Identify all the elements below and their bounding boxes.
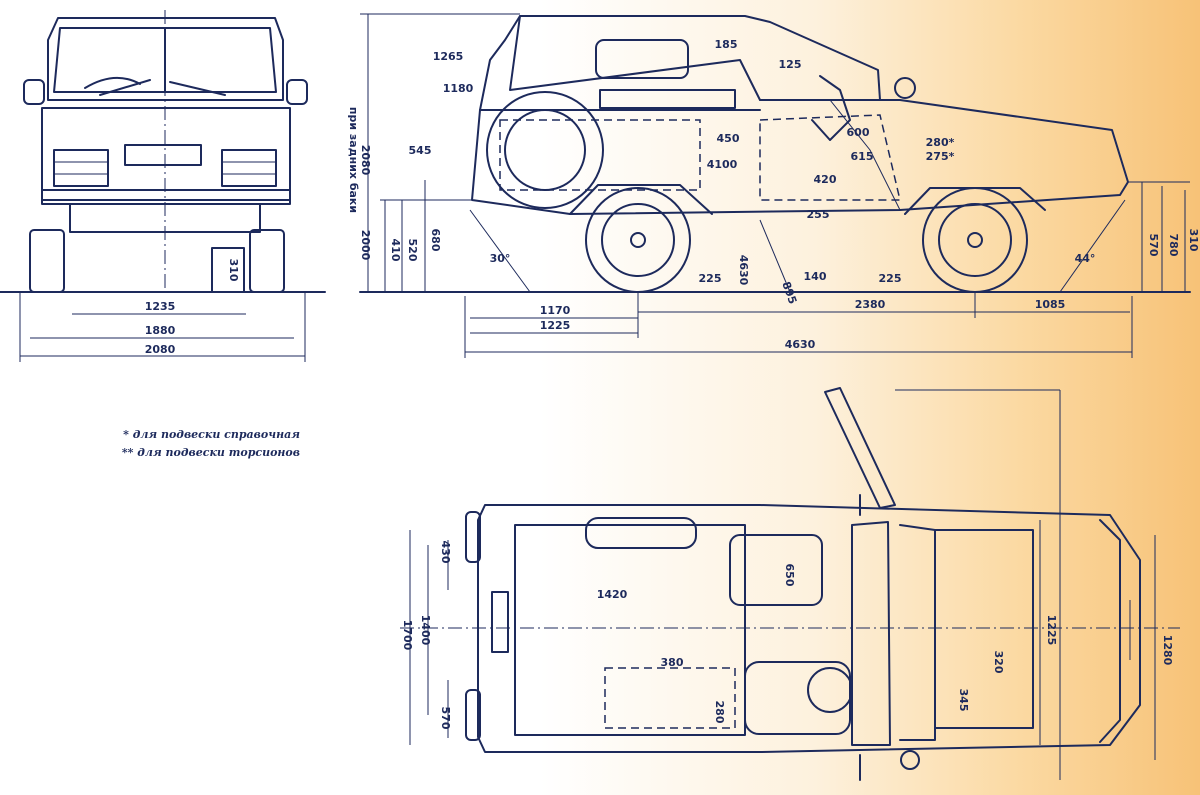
top-body-len-dim: 1420 [597, 588, 628, 601]
front-view: 1235 1880 2080 310 [0, 10, 326, 362]
note-line-2: ** для подвески торсионов [122, 446, 300, 459]
side-clearance-dim: 310 [1187, 229, 1200, 252]
side-rear-h2-dim: 520 [406, 239, 419, 262]
side-seat-a: 280* [926, 136, 955, 149]
top-rear-b-dim: 570 [439, 707, 452, 730]
side-misc-2: 185 [715, 38, 738, 51]
side-rear-span-dim: 1225 [540, 319, 571, 332]
top-overall-width-dim: 1700 [401, 620, 414, 651]
side-door-dim: 545 [409, 144, 432, 157]
side-rear-overhang-dim: 1170 [540, 304, 571, 317]
front-clearance-dim: 310 [227, 259, 240, 282]
side-rear-h1-dim: 410 [389, 239, 402, 262]
top-mid-b-dim: 345 [957, 689, 970, 712]
top-seat-dim: 650 [783, 564, 796, 587]
side-length-dim: 4630 [785, 338, 816, 351]
top-front-w-dim: 1280 [1161, 635, 1174, 666]
side-roof-dim: 1265 [433, 50, 464, 63]
side-wheelbase-dim: 2380 [855, 298, 886, 311]
side-mid-g: 140 [804, 270, 827, 283]
front-inner-width-dim: 1880 [145, 324, 176, 337]
side-seat-b: 275* [926, 150, 955, 163]
notes: * для подвески справочная ** для подвеск… [122, 428, 300, 459]
side-angle-front: 44° [1075, 252, 1096, 265]
side-mid-d: 255 [807, 208, 830, 221]
side-mid-a: 4100 [707, 158, 738, 171]
side-wheel-right-dim: 225 [879, 272, 902, 285]
side-rear-h3-dim: 680 [429, 229, 442, 252]
side-wheel-left-dim: 225 [699, 272, 722, 285]
front-overall-width-dim: 2080 [145, 343, 176, 356]
side-mid-c: 600 [847, 126, 870, 139]
top-view: 1700 1400 430 570 1420 380 280 650 1225 … [400, 387, 1180, 781]
side-height-total-dim: 2080 [359, 145, 372, 176]
top-track-dim: 1400 [419, 615, 432, 646]
top-spare-dim: 280 [713, 701, 726, 724]
side-front-overhang-dim: 1085 [1035, 298, 1066, 311]
side-view: 4630 2380 1085 1170 1225 2080 2000 при з… [347, 13, 1200, 358]
side-height-alt-dim: 2000 [359, 230, 372, 261]
side-mid-e: 420 [814, 173, 837, 186]
side-front-h1-dim: 570 [1147, 234, 1160, 257]
side-mid-f: 615 [851, 150, 874, 163]
note-line-1: * для подвески справочная [123, 428, 300, 441]
top-right-b-dim: 320 [992, 651, 1005, 674]
top-mid-a-dim: 380 [661, 656, 684, 669]
side-misc-h: 4630 [737, 255, 750, 286]
side-mid-b: 450 [717, 132, 740, 145]
front-track-dim: 1235 [145, 300, 176, 313]
top-right-a-dim: 1225 [1045, 615, 1058, 646]
side-front-h2-dim: 780 [1167, 234, 1180, 257]
side-body-dim: 1180 [443, 82, 474, 95]
side-angle-rear: 30° [490, 252, 511, 265]
side-height-label: при задних баки [347, 107, 360, 213]
side-misc-1: 125 [779, 58, 802, 71]
top-rear-a-dim: 430 [439, 541, 452, 564]
